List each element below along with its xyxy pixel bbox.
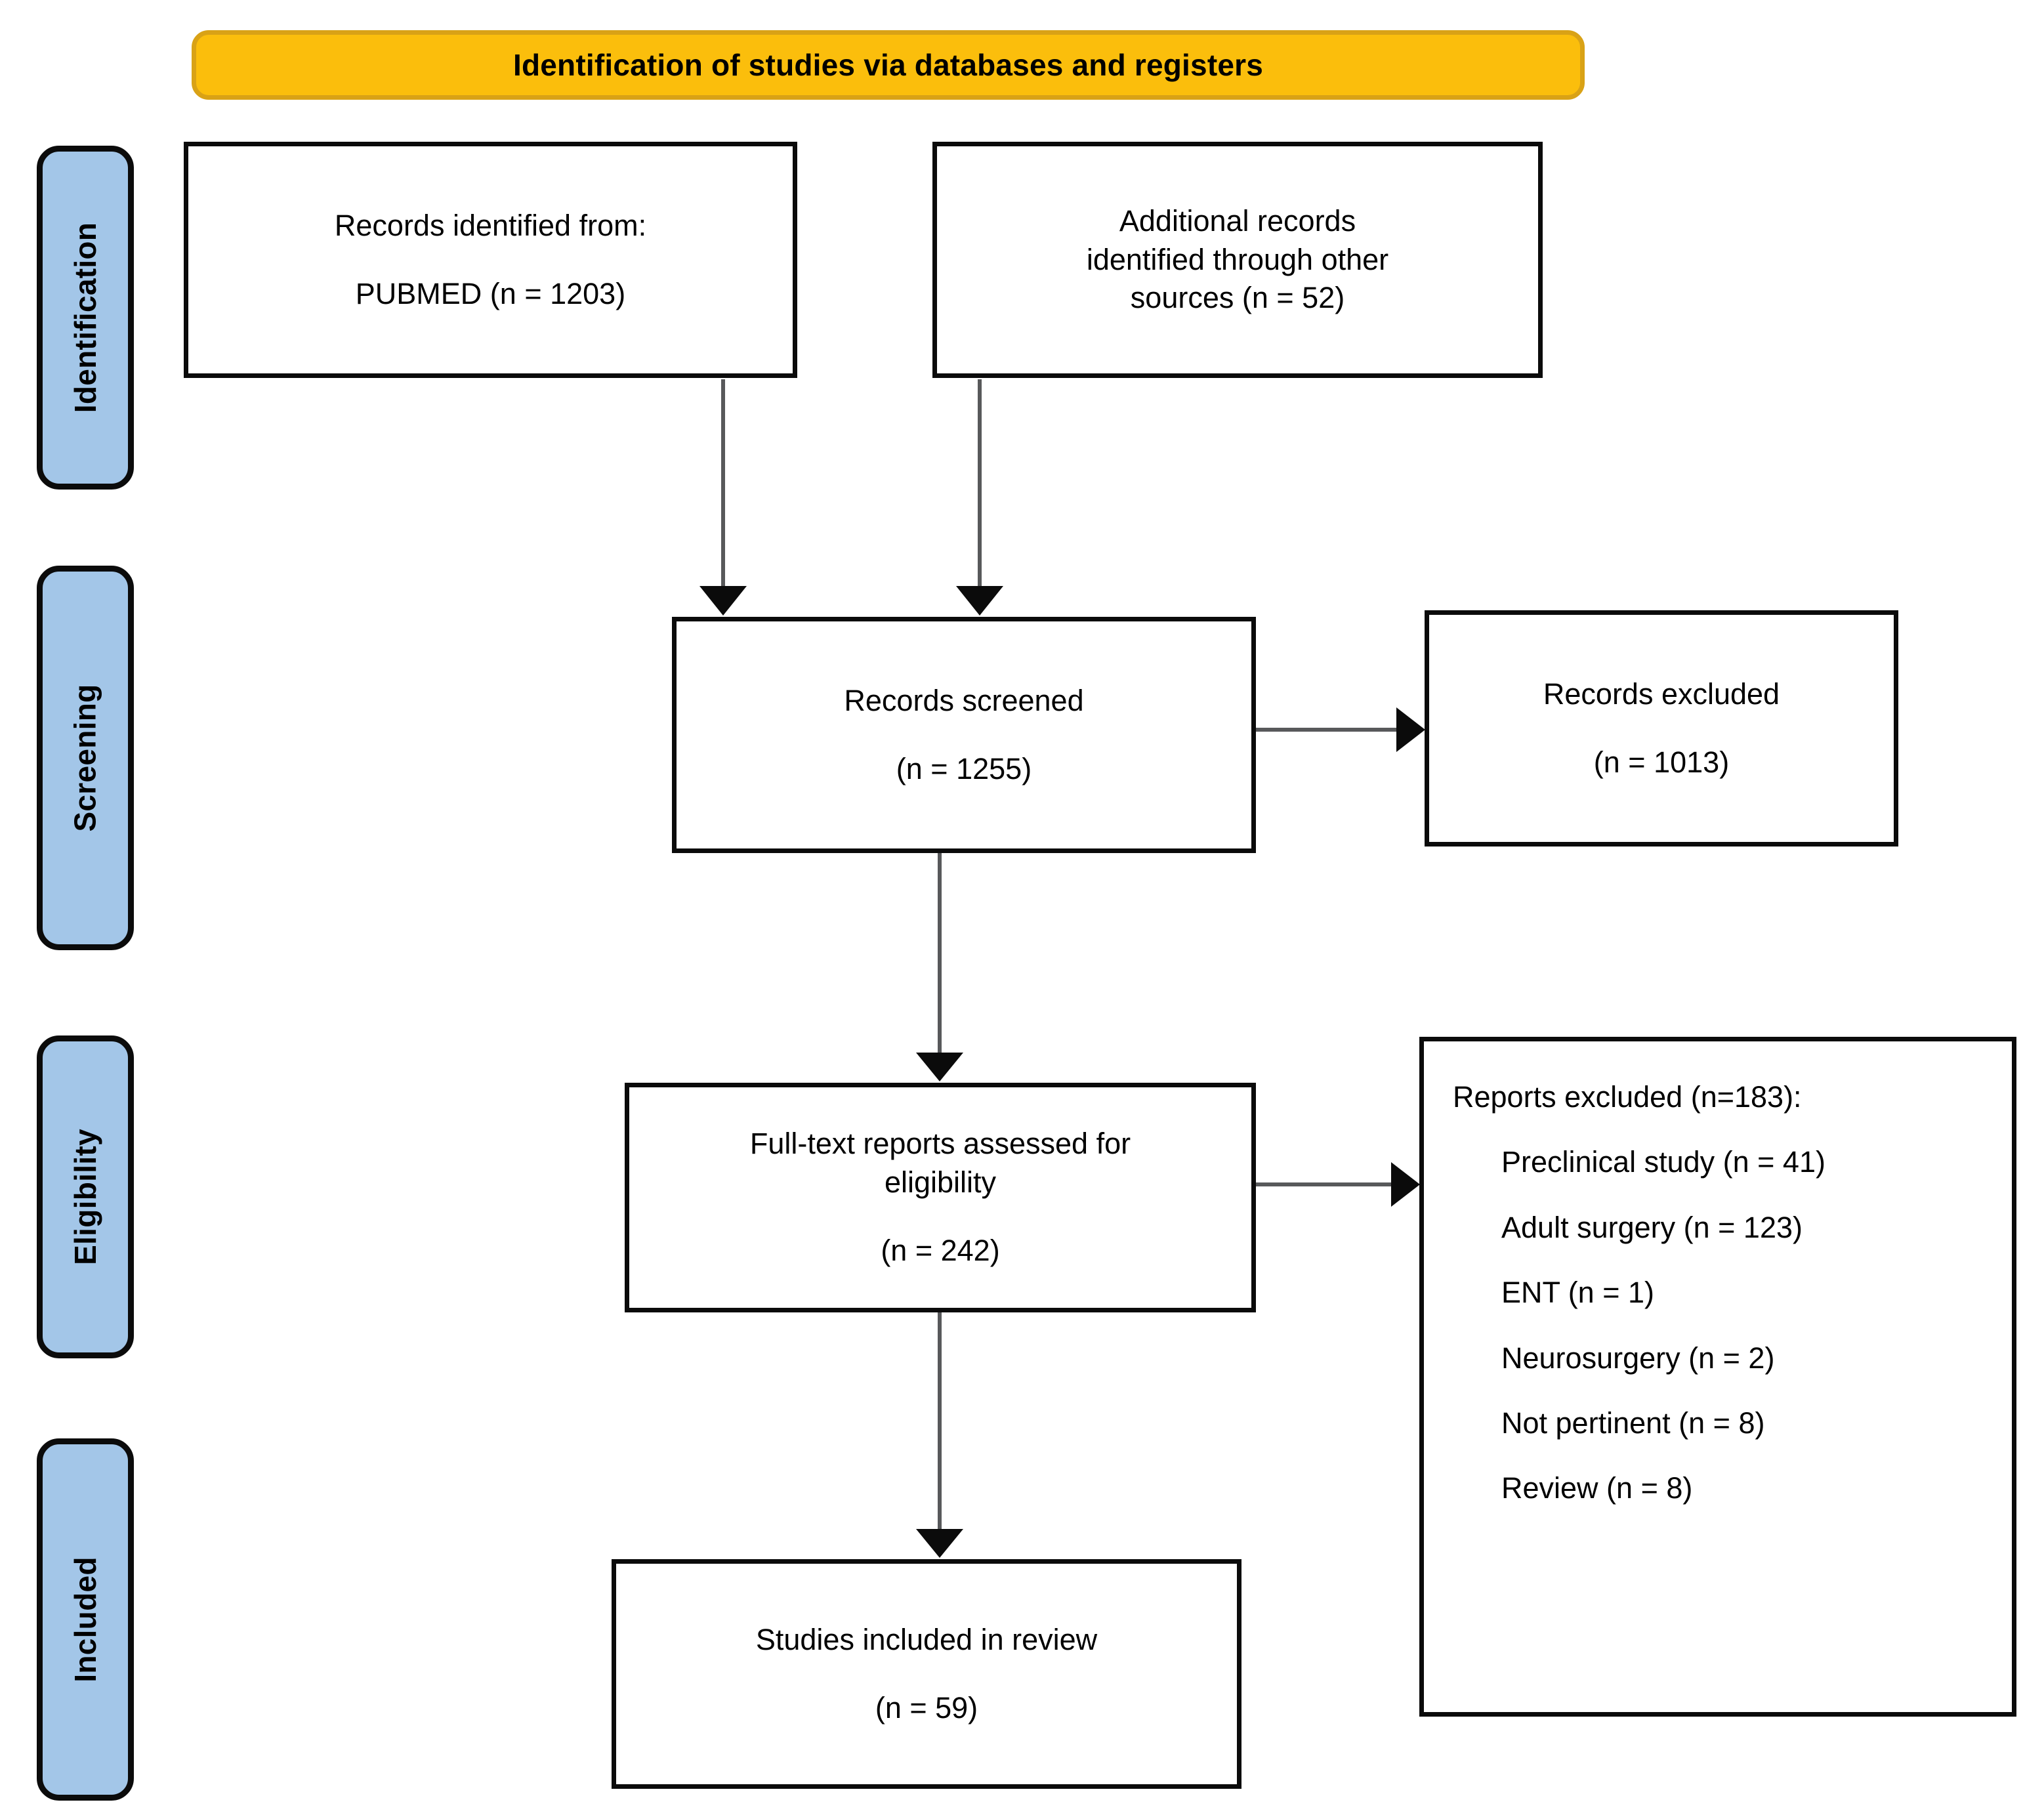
- box-additional-records: Additional records identified through ot…: [932, 142, 1543, 378]
- box-included-line-2: (n = 59): [875, 1691, 978, 1725]
- stage-pill-screening: Screening: [37, 566, 134, 950]
- stage-label-identification: Identification: [68, 222, 103, 413]
- arrowhead-fulltext-to-included: [916, 1529, 963, 1558]
- box-included-line-1: Studies included in review: [755, 1622, 1098, 1656]
- banner-identification-of-studies: Identification of studies via databases …: [192, 30, 1585, 100]
- box-pubmed-line-1: Records identified from:: [334, 208, 647, 242]
- box-records-screened: Records screened (n = 1255): [672, 617, 1256, 853]
- reports-excluded-item-review: Review (n = 8): [1501, 1471, 1693, 1505]
- box-reports-excluded-reasons: Reports excluded (n=183): Preclinical st…: [1419, 1037, 2016, 1717]
- arrowhead-pubmed-to-screened: [699, 586, 747, 616]
- box-records-excluded-line-1: Records excluded: [1543, 677, 1780, 711]
- box-pubmed-line-2: PUBMED (n = 1203): [355, 277, 626, 310]
- box-fulltext-line-1: Full-text reports assessed for: [749, 1127, 1131, 1161]
- box-records-identified-pubmed: Records identified from: PUBMED (n = 120…: [184, 142, 797, 378]
- box-studies-included-in-review: Studies included in review (n = 59): [612, 1559, 1241, 1789]
- box-fulltext-reports-assessed: Full-text reports assessed for eligibili…: [625, 1083, 1256, 1312]
- box-records-excluded-line-2: (n = 1013): [1593, 745, 1730, 779]
- reports-excluded-heading: Reports excluded (n=183):: [1453, 1080, 1802, 1114]
- arrowhead-screened-to-fulltext: [916, 1053, 963, 1081]
- box-screened-line-1: Records screened: [844, 683, 1084, 717]
- arrowhead-fulltext-to-reports-excluded: [1391, 1162, 1420, 1207]
- box-screened-line-2: (n = 1255): [896, 752, 1032, 785]
- banner-title: Identification of studies via databases …: [512, 48, 1264, 82]
- reports-excluded-item-preclinical-study: Preclinical study (n = 41): [1501, 1145, 1825, 1179]
- box-records-excluded: Records excluded (n = 1013): [1425, 610, 1898, 847]
- box-additional-line-3: sources (n = 52): [1130, 281, 1345, 315]
- reports-excluded-item-ent: ENT (n = 1): [1501, 1276, 1654, 1310]
- box-additional-line-2: identified through other: [1086, 242, 1389, 276]
- arrowhead-additional-to-screened: [956, 586, 1003, 616]
- stage-label-included: Included: [68, 1557, 102, 1683]
- stage-pill-included: Included: [37, 1438, 134, 1801]
- box-additional-line-1: Additional records: [1119, 204, 1356, 238]
- arrowhead-screened-to-records-excluded: [1396, 707, 1425, 752]
- stage-pill-eligibility: Eligibility: [37, 1035, 134, 1358]
- reports-excluded-item-neurosurgery: Neurosurgery (n = 2): [1501, 1341, 1775, 1375]
- box-fulltext-line-2: eligibility: [884, 1165, 997, 1199]
- reports-excluded-item-not-pertinent: Not pertinent (n = 8): [1501, 1406, 1765, 1440]
- stage-pill-identification: Identification: [37, 146, 134, 490]
- stage-label-eligibility: Eligibility: [68, 1129, 103, 1265]
- reports-excluded-item-adult-surgery: Adult surgery (n = 123): [1501, 1210, 1803, 1244]
- box-fulltext-line-3: (n = 242): [881, 1234, 1000, 1268]
- stage-label-screening: Screening: [68, 684, 103, 832]
